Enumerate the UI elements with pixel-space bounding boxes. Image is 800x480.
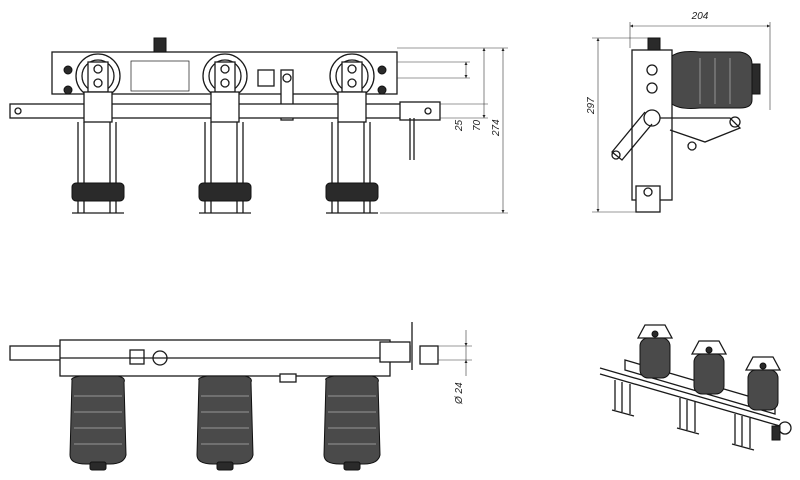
iso-shaft [599,367,781,427]
dim-diameter-24: Ø 24 [454,382,465,405]
top-view: Ø 24 [9,322,472,471]
dim-204: 204 [691,11,709,22]
dim-274: 274 [491,119,502,137]
front-square [257,69,275,87]
iso-insulator-1 [636,324,674,379]
side-insulator [671,51,753,109]
front-top-stud [153,37,167,53]
front-pole-3 [325,91,379,214]
dim-70: 70 [472,119,483,131]
iso-insulator-3 [744,356,782,411]
front-nameplate [130,60,190,92]
front-pole-1 [71,91,125,214]
front-pole-2 [198,91,252,214]
iso-insulator-2 [690,340,728,395]
top-insulator-3 [323,375,381,471]
side-view: 204 297 [586,11,771,213]
top-insulator-2 [196,375,254,471]
front-view: 25 70 274 [9,37,508,214]
isometric-view [599,324,792,451]
front-wheel-2 [202,53,248,99]
dim-25: 25 [454,119,465,132]
side-lever [611,111,653,161]
dim-297: 297 [586,97,597,115]
top-insulator-1 [69,375,127,471]
